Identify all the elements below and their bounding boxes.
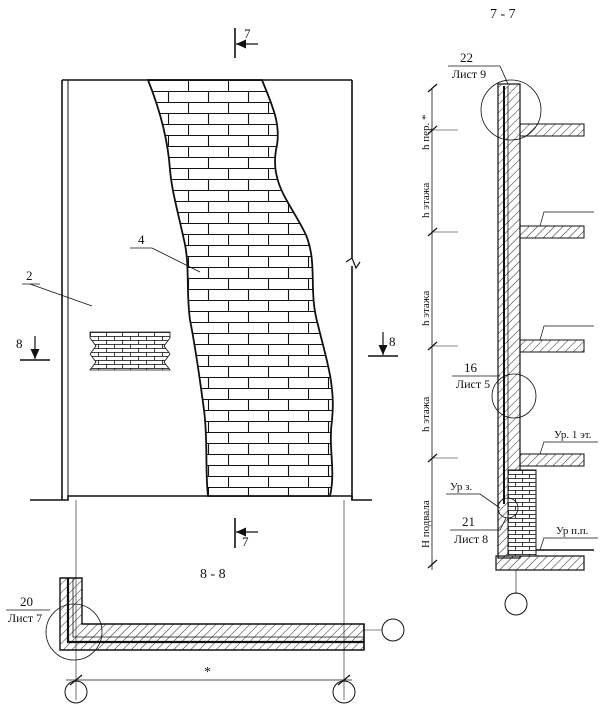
detail-16-sheet: Лист 5 [456, 377, 490, 391]
detail-20-circle [45, 603, 103, 661]
dim-star-label: * [204, 665, 211, 680]
section-cut-8-left: 8 [16, 336, 50, 361]
axis-marker-left [64, 680, 88, 704]
axis-marker-section [504, 592, 528, 616]
callout-2-leader [29, 283, 93, 307]
dim-h-etazha-2: h этажа [420, 291, 432, 326]
slab-floor-3 [519, 225, 585, 239]
ground-level-leader [446, 493, 501, 509]
detail-22-sheet: Лист 9 [452, 67, 486, 81]
detail-21-sheet: Лист 8 [454, 532, 488, 546]
axis-marker-right [381, 618, 405, 642]
callout-4-label: 4 [138, 232, 145, 247]
detail-22-number: 22 [460, 50, 473, 65]
level-ground-label: Ур з. [450, 481, 472, 493]
detail-20-sheet: Лист 7 [8, 611, 42, 625]
cut-8-left-label: 8 [16, 336, 23, 351]
detail-16-circle [491, 373, 537, 419]
section-cut-8-right: 8 [368, 332, 398, 357]
section-cut-7-bottom: 7 [234, 518, 258, 549]
slab-floor-2 [519, 339, 585, 353]
dim-h-podvala: Н подвала [420, 500, 432, 548]
detail-20-number: 20 [20, 594, 33, 609]
dim-h-per-label: h пер. * [420, 114, 432, 150]
callout-2-label: 2 [26, 268, 33, 283]
level-basement-label: Ур п.п. [556, 525, 589, 537]
section-8-8-title: 8 - 8 [200, 567, 226, 582]
small-brick-panel [89, 331, 171, 371]
detail-16-number: 16 [464, 360, 478, 375]
section-7-7: 7 - 7 Ур. 1 эт. Ур п.п. Ур з. 22 Лист 9 [420, 7, 598, 616]
slab-roof [519, 123, 585, 137]
cut-7-top-label: 7 [244, 26, 251, 41]
cut-arrow-icon [30, 349, 40, 359]
dim-h-etazha-3: h этажа [420, 397, 432, 432]
foundation-block [507, 469, 537, 557]
cut-7-bottom-label: 7 [242, 534, 249, 549]
detail-21-number: 21 [462, 514, 475, 529]
detail-21-circle [497, 497, 519, 519]
dim-h-etazha-1: h этажа [420, 183, 432, 218]
slab-floor-1 [519, 453, 585, 467]
exposed-brickwork [146, 79, 334, 497]
insulation-layer [66, 578, 364, 644]
cut-arrow-icon [236, 527, 246, 537]
axis-marker-mid [332, 680, 356, 704]
cut-8-right-label: 8 [389, 334, 396, 349]
cut-arrow-icon [378, 345, 388, 355]
section-cut-7-top: 7 [234, 26, 258, 58]
callout-4-leader [151, 247, 201, 273]
cut-arrow-icon [236, 39, 246, 49]
section-8-8: 8 - 8 20 Лист 7 * [6, 567, 405, 704]
foundation-footing [495, 555, 585, 571]
detail-22-circle [480, 79, 542, 141]
elevation-break-mark [345, 257, 361, 270]
insulation-layer-inner [72, 578, 364, 638]
wall-elevation: 2 4 7 7 8 8 [16, 26, 398, 700]
section-7-7-title: 7 - 7 [490, 7, 516, 22]
level-1-floor-label: Ур. 1 эт. [554, 429, 592, 441]
wall-plan-hatch [59, 577, 365, 651]
